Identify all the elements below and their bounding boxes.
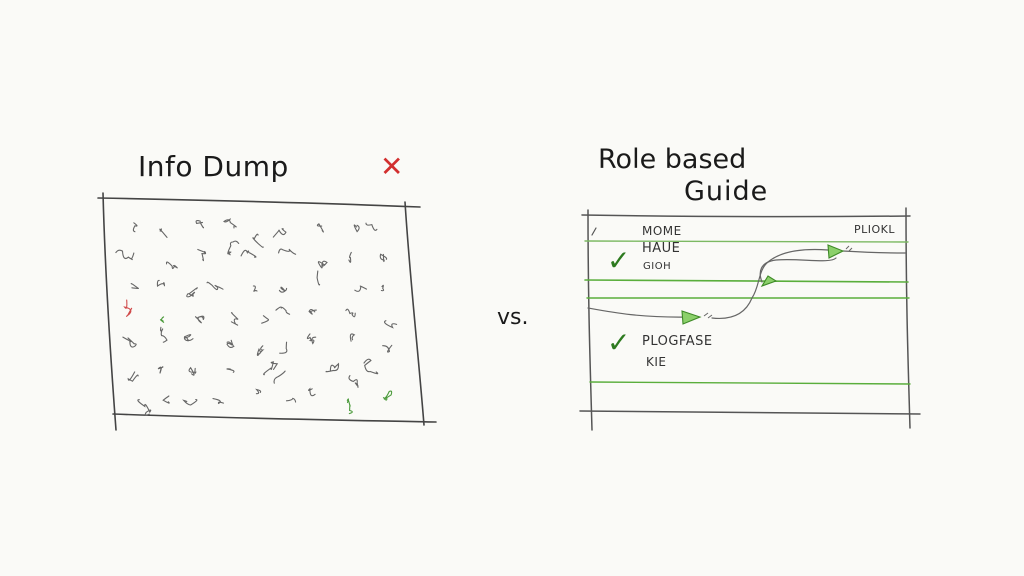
role-guide-title-line2: Guide [684, 176, 769, 207]
scribble-glyph [317, 260, 328, 269]
scribble-glyph [165, 261, 178, 270]
scribble-glyph [197, 248, 207, 262]
info-dump-box [97, 192, 437, 431]
role-guide-box [579, 207, 921, 431]
scribble-glyph [379, 253, 388, 263]
scribble-glyph [195, 220, 205, 229]
scribble-glyph [230, 312, 239, 326]
scribble-glyph [365, 222, 378, 231]
scribble-glyph [159, 316, 165, 324]
scribble-glyph [273, 370, 286, 384]
info-dump-title: Info Dump [138, 150, 289, 183]
scribble-glyph [349, 333, 356, 342]
scribble-glyph [363, 358, 379, 375]
scribble-glyph [308, 387, 316, 397]
cross-mark-icon: ✕ [380, 150, 404, 183]
scribble-glyph [261, 315, 270, 324]
scribble-glyph [159, 326, 168, 343]
arrow-ticks [703, 245, 853, 319]
scribble-glyph [272, 228, 287, 238]
scribble-glyph [240, 249, 257, 258]
scribble-glyph [252, 233, 264, 248]
scribble-glyph [188, 366, 197, 376]
scribble-glyph [382, 344, 393, 353]
scribble-glyph [345, 308, 356, 318]
scribble-glyph [275, 306, 291, 315]
scribble-glyph [383, 320, 398, 329]
arrow-marker-2 [827, 244, 845, 259]
scribble-glyph [137, 399, 152, 416]
scribble-glyph [122, 336, 137, 348]
scribble-glyph [115, 249, 135, 261]
arrow-marker-1 [681, 310, 702, 325]
scribble-glyph [206, 281, 224, 291]
vs-separator: vs. [497, 305, 529, 330]
check-mark-icon: ✓ [607, 244, 631, 277]
scribble-glyph [285, 397, 297, 403]
scribble-glyph [348, 251, 352, 263]
scribble-glyph [346, 398, 353, 415]
scribble-glyph [380, 284, 385, 292]
scribble-cluster [115, 218, 398, 416]
scribble-glyph [279, 341, 288, 354]
scribble-glyph [278, 248, 297, 255]
scribble-glyph [278, 286, 288, 293]
scribble-glyph [325, 362, 340, 373]
scribble-glyph [382, 390, 393, 401]
scribble-glyph [353, 224, 360, 233]
scribble-glyph [226, 368, 235, 373]
scribble-glyph [194, 315, 205, 324]
scribble-glyph [263, 361, 279, 376]
scribble-glyph [316, 223, 324, 233]
guide-item-1: MOME [642, 224, 682, 238]
scribble-glyph [223, 218, 237, 229]
scribble-glyph [132, 222, 138, 233]
guide-item-2: HAUE [642, 241, 681, 256]
scribble-glyph [162, 395, 170, 404]
flow-arrow-markers [681, 244, 845, 325]
scribble-glyph [186, 287, 198, 298]
scribble-glyph [316, 270, 321, 286]
scribble-glyph [123, 299, 133, 317]
scribble-glyph [130, 282, 139, 290]
corner-label: PLIOKL [854, 223, 896, 236]
guide-item-3: GIOH [643, 261, 672, 272]
guide-item-5: KIE [646, 355, 667, 369]
scribble-glyph [226, 339, 235, 348]
scribble-glyph [306, 333, 317, 345]
guide-item-4: PLOGFASE [642, 334, 713, 349]
arrow-marker-3 [760, 275, 778, 288]
scribble-glyph [256, 345, 265, 356]
scribble-glyph [182, 398, 198, 406]
scribble-glyph [308, 308, 317, 315]
scribble-glyph [183, 334, 194, 342]
flow-connectors [587, 248, 906, 320]
scribble-glyph [212, 398, 225, 405]
scribble-glyph [157, 366, 164, 374]
scribble-glyph [252, 285, 258, 292]
check-mark-icon: ✓ [607, 326, 631, 359]
scribble-glyph [159, 228, 168, 238]
scribble-glyph [156, 279, 166, 287]
scribble-glyph [354, 285, 368, 292]
scribble-glyph [348, 375, 359, 388]
role-guide-title-line1: Role based [598, 144, 747, 175]
scribble-glyph [227, 240, 240, 256]
scribble-glyph [255, 388, 262, 395]
scribble-glyph [127, 371, 139, 382]
